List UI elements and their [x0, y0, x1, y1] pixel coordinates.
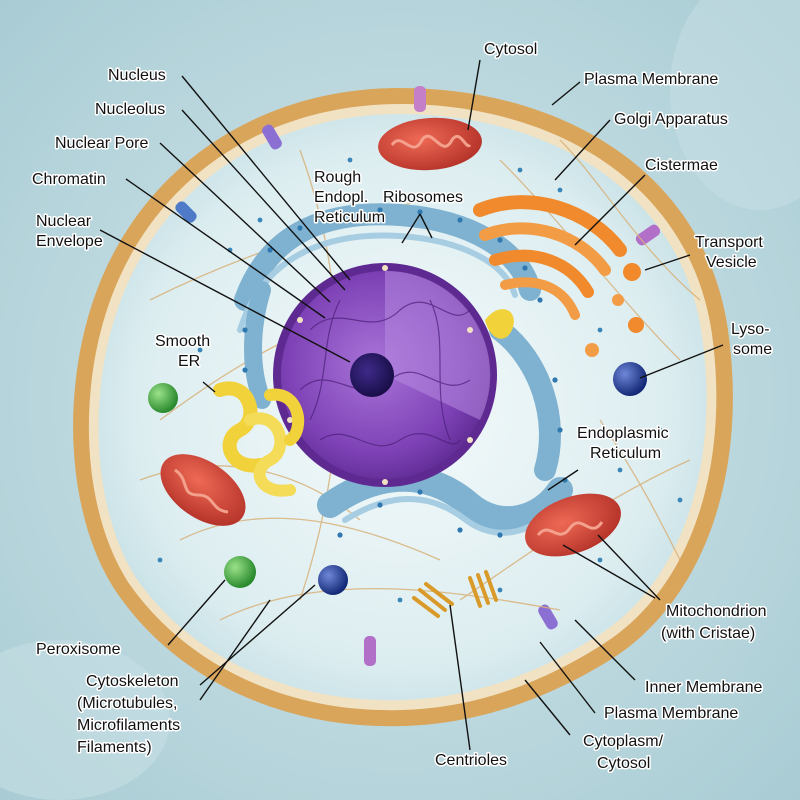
label-nucleus: Nucleus: [108, 67, 166, 84]
mitochondrion-right: [525, 493, 621, 557]
membrane-proteins: [175, 86, 661, 666]
smooth-er: [213, 381, 305, 497]
nucleus: [273, 263, 497, 487]
label-nuclear-pore: Nuclear Pore: [55, 135, 148, 152]
label-nuclear-envelope-2: Envelope: [36, 233, 103, 250]
label-cisternae: Cistermae: [645, 157, 718, 174]
label-lysosome-2: some: [733, 341, 772, 358]
peroxisome: [148, 383, 178, 413]
label-cytosol: Cytosol: [484, 41, 537, 58]
label-lysosome-1: Lyso-: [731, 321, 770, 338]
label-transport-vesicle-1: Transport: [695, 234, 763, 251]
label-rough-er-2: Endopl.: [314, 189, 368, 206]
centrioles: [412, 570, 498, 618]
leader-lines: [99, 59, 724, 751]
mitochondrion-left: [160, 454, 246, 526]
mitochondrion-top: [378, 117, 482, 171]
peroxisome: [224, 556, 256, 588]
label-cytoskeleton-2: (Microtubules,: [77, 695, 177, 712]
label-golgi-apparatus: Golgi Apparatus: [614, 111, 728, 128]
label-cytoskeleton-3: Microfilaments: [77, 717, 180, 734]
nucleolus: [350, 353, 394, 397]
label-centrioles: Centrioles: [435, 752, 507, 769]
labels: Nucleus Nucleolus Nuclear Pore Chromatin…: [31, 40, 774, 774]
label-smooth-er-2: ER: [178, 353, 200, 370]
label-plasma-membrane-bottom: Plasma Membrane: [604, 705, 738, 722]
label-plasma-membrane-top: Plasma Membrane: [584, 71, 718, 88]
label-chromatin: Chromatin: [32, 171, 106, 188]
label-endoplasmic-reticulum-1: Endoplasmic: [577, 425, 669, 442]
label-cytoplasm-1: Cytoplasm/: [583, 733, 664, 750]
label-rough-er-1: Rough: [314, 169, 361, 186]
label-transport-vesicle-2: Vesicle: [706, 254, 757, 271]
label-peroxisome: Peroxisome: [36, 641, 121, 658]
label-endoplasmic-reticulum-2: Reticulum: [590, 445, 661, 462]
label-rough-er-3: Reticulum: [314, 209, 385, 226]
label-mitochondrion-1: Mitochondrion: [666, 603, 767, 620]
lysosome: [613, 362, 647, 396]
label-cytoplasm-2: Cytosol: [597, 755, 650, 772]
label-inner-membrane: Inner Membrane: [645, 679, 762, 696]
bg-cell-shadow: [0, 640, 170, 800]
label-smooth-er-1: Smooth: [155, 333, 210, 350]
golgi-apparatus: [473, 195, 644, 357]
nuclear-pores: [287, 265, 473, 485]
label-mitochondrion-2: (with Cristae): [661, 625, 755, 642]
vesicle: [485, 309, 514, 339]
label-nuclear-envelope-1: Nuclear: [36, 213, 92, 230]
label-nucleolus: Nucleolus: [95, 101, 165, 118]
label-ribosomes: Ribosomes: [383, 189, 463, 206]
label-cytoskeleton-4: Filaments): [77, 739, 152, 756]
bg-cell-shadow: [670, 0, 800, 210]
lysosome: [318, 565, 348, 595]
label-cytoskeleton-1: Cytoskeleton: [86, 673, 179, 690]
